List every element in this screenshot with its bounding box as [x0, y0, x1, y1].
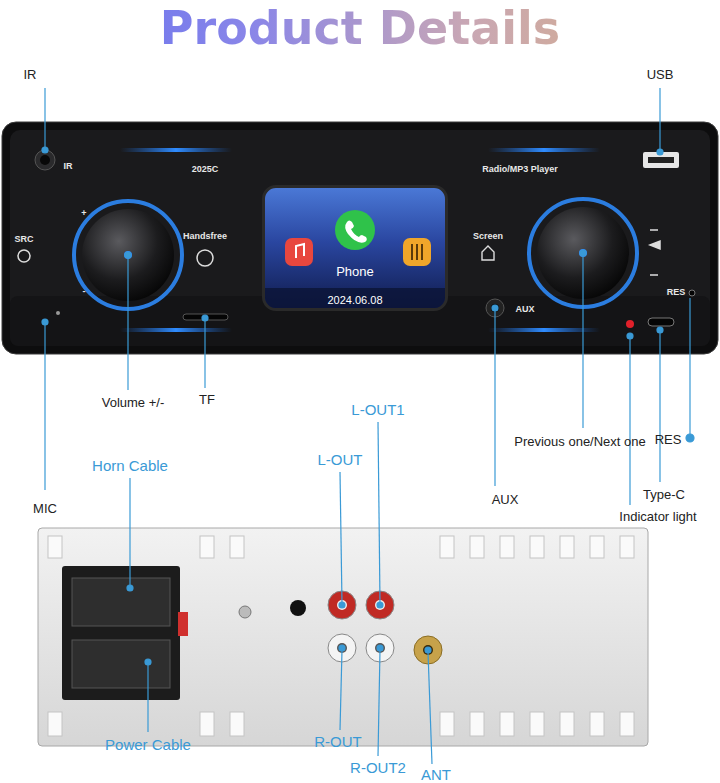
model-number: 2025C [192, 165, 219, 175]
indicator-light [626, 320, 634, 328]
leader-lines [127, 422, 432, 764]
tf-slot [183, 314, 228, 320]
panel-text: Radio/MP3 Player [482, 165, 558, 175]
blue-light [488, 148, 600, 152]
iso-connector [62, 566, 180, 700]
panel-text: Handsfree [183, 232, 227, 242]
blue-light [120, 328, 232, 332]
callout-label: MIC [33, 502, 57, 516]
power-plug [72, 640, 170, 688]
knob-dot [579, 249, 587, 257]
app-label: Phone [265, 264, 445, 279]
callout-label: Previous one/Next one [514, 435, 646, 449]
leader-lines [42, 88, 694, 505]
callout-label: IR [24, 68, 37, 82]
app-icons [265, 188, 448, 311]
usb-port [648, 157, 674, 163]
screw [239, 606, 251, 618]
type-c-port [648, 318, 674, 326]
callout-label: USB [647, 68, 674, 82]
antenna-jack [423, 645, 433, 655]
connector-label: ANT [421, 767, 451, 783]
connector-label: R-OUT [314, 734, 362, 751]
knob-dot [124, 251, 132, 259]
date-text: 2024.06.08 [265, 294, 445, 306]
panel-text: Screen [473, 232, 503, 242]
screen-symbol [482, 246, 494, 260]
speaker-plug [72, 578, 170, 626]
callout-label: Indicator light [619, 510, 696, 524]
screen-display: Phone 2024.06.08 [262, 185, 448, 311]
front-panel [2, 122, 718, 354]
callout-label: Type-C [643, 488, 685, 502]
panel-face [10, 130, 710, 346]
connector-label: L-OUT [318, 452, 363, 469]
page-title: Product Details [0, 0, 720, 56]
blue-light [120, 148, 232, 152]
panel-text: IR [64, 162, 73, 172]
connector-label: Horn Cable [92, 458, 168, 475]
callout-label: AUX [492, 493, 519, 507]
ir-sensor [40, 155, 50, 165]
rca-jacks [328, 591, 394, 662]
mount-hole [290, 600, 306, 616]
reset-hole [689, 290, 695, 296]
connector-label: R-OUT2 [350, 760, 406, 777]
callout-label: TF [199, 393, 215, 407]
callout-label: Volume +/- [102, 396, 165, 410]
panel-symbol: + [81, 209, 86, 219]
panel-text: RES [667, 288, 686, 298]
media-symbols [650, 230, 660, 275]
fuse [178, 612, 188, 636]
connector-label: L-OUT1 [351, 402, 404, 419]
panel-text: SRC [14, 235, 33, 245]
panel-symbol: - [83, 287, 86, 297]
mic-hole [56, 311, 60, 315]
handsfree-symbol [197, 250, 213, 266]
power-symbol [18, 250, 30, 262]
aux-jack [491, 304, 499, 312]
panel-text: AUX [515, 305, 534, 315]
connector-label: Power Cable [105, 737, 191, 754]
callout-label: RES [655, 433, 682, 447]
